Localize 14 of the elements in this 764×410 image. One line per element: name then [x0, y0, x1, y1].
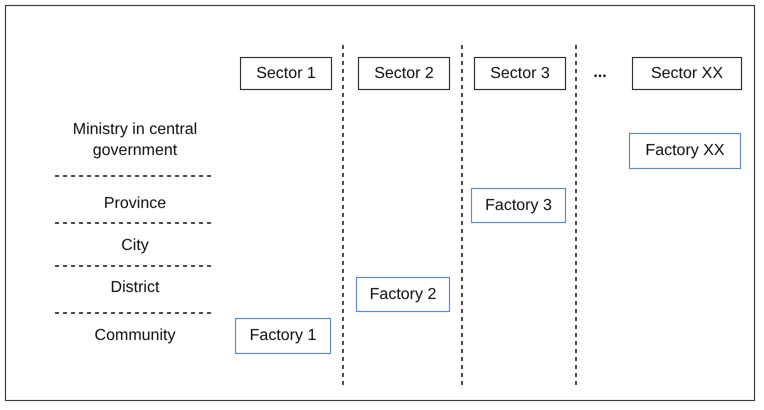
- sector-box: Sector 3: [474, 57, 566, 90]
- sector-box: Sector 1: [240, 57, 332, 90]
- factory-box: Factory 3: [471, 188, 566, 223]
- factory-box: Factory 1: [235, 318, 331, 354]
- row-label: City: [120, 236, 150, 256]
- sector-box: Sector XX: [632, 57, 742, 90]
- row-label: Province: [102, 194, 168, 214]
- row-label: District: [110, 278, 160, 298]
- factory-box: Factory XX: [629, 133, 741, 169]
- factory-box: Factory 2: [356, 277, 450, 312]
- sector-box: Sector 2: [358, 57, 450, 90]
- row-label: Ministry in central government: [72, 120, 198, 161]
- ellipsis-mark: ...: [592, 63, 608, 83]
- row-label: Community: [94, 326, 176, 346]
